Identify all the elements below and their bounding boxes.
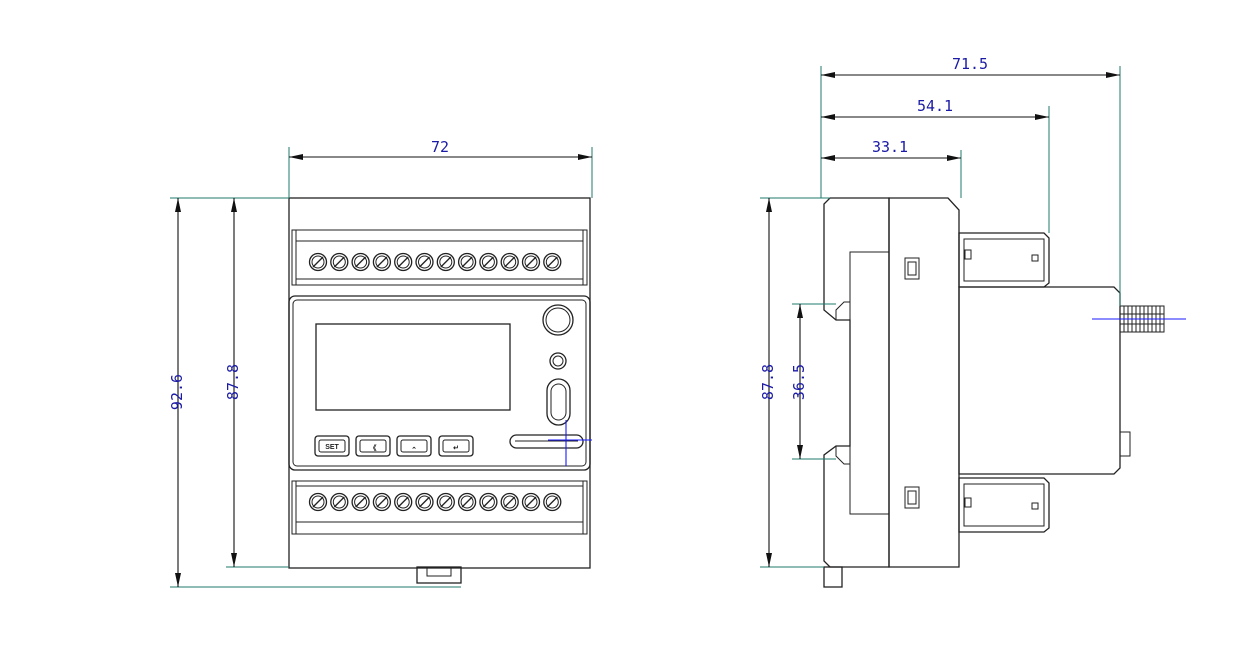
terminal-screw-icon [500, 252, 519, 272]
side-mid-section [888, 197, 960, 568]
front-view: SET 《 ⌃ ↵ [168, 138, 593, 588]
bottom-terminal-screws [308, 492, 562, 512]
terminal-screw-icon [457, 252, 477, 272]
chevron-up-icon: ⌃ [411, 446, 417, 454]
terminal-screw-icon [479, 252, 498, 272]
terminal-screw-icon [372, 492, 392, 512]
top-terminal-screws [308, 252, 562, 272]
set-button-label: SET [325, 444, 339, 451]
terminal-screw-icon [500, 492, 519, 512]
side-rail-label: 36.5 [790, 364, 808, 400]
terminal-screw-icon [330, 492, 349, 512]
enter-arrow-icon: ↵ [453, 445, 459, 452]
lcd-window [315, 323, 511, 411]
side-top-terminal [958, 232, 1050, 288]
terminal-screw-icon [308, 492, 328, 512]
side-depth-total-label: 71.5 [952, 55, 988, 73]
bottom-terminal-block [291, 480, 588, 535]
side-din-clip [823, 566, 843, 588]
indicator-led-icon [549, 352, 567, 370]
side-bottom-terminal [958, 477, 1050, 533]
side-depth-front-label: 33.1 [872, 138, 908, 156]
card-slot [509, 434, 584, 449]
double-chevron-left-icon: 《 [370, 444, 377, 452]
front-panel [288, 295, 591, 471]
terminal-screw-icon [479, 492, 498, 512]
rotary-knob-icon [542, 304, 574, 336]
terminal-screw-icon [457, 492, 477, 512]
terminal-screw-icon [415, 252, 434, 272]
up-button[interactable]: ⌃ [396, 435, 432, 457]
terminal-screw-icon [543, 492, 562, 512]
top-terminal-block [291, 229, 588, 286]
side-front-section [823, 197, 890, 568]
terminal-screw-icon [351, 252, 370, 272]
terminal-screw-icon [415, 492, 434, 512]
terminal-screw-icon [543, 252, 562, 272]
terminal-screw-icon [351, 492, 370, 512]
set-button[interactable]: SET [314, 435, 350, 457]
terminal-screw-icon [330, 252, 349, 272]
terminal-screw-icon [436, 492, 455, 512]
side-rear-body [958, 286, 1121, 475]
front-body-height-label: 87.8 [224, 364, 242, 400]
terminal-screw-icon [308, 252, 328, 272]
side-recess [849, 251, 890, 515]
oval-port [546, 378, 571, 426]
side-depth-mid-label: 54.1 [917, 97, 953, 115]
left-button[interactable]: 《 [355, 435, 391, 457]
terminal-screw-icon [394, 252, 413, 272]
din-clip [416, 566, 462, 584]
front-width-label: 72 [431, 138, 449, 156]
side-view: 71.5 54.1 33.1 87.8 36.5 [759, 55, 1186, 588]
front-total-height-label: 92.6 [168, 374, 186, 410]
terminal-screw-icon [372, 252, 392, 272]
enter-button[interactable]: ↵ [438, 435, 474, 457]
front-housing [288, 197, 591, 569]
terminal-screw-icon [521, 252, 541, 272]
terminal-screw-icon [436, 252, 455, 272]
terminal-screw-icon [394, 492, 413, 512]
terminal-screw-icon [521, 492, 541, 512]
side-height-label: 87.8 [759, 364, 777, 400]
